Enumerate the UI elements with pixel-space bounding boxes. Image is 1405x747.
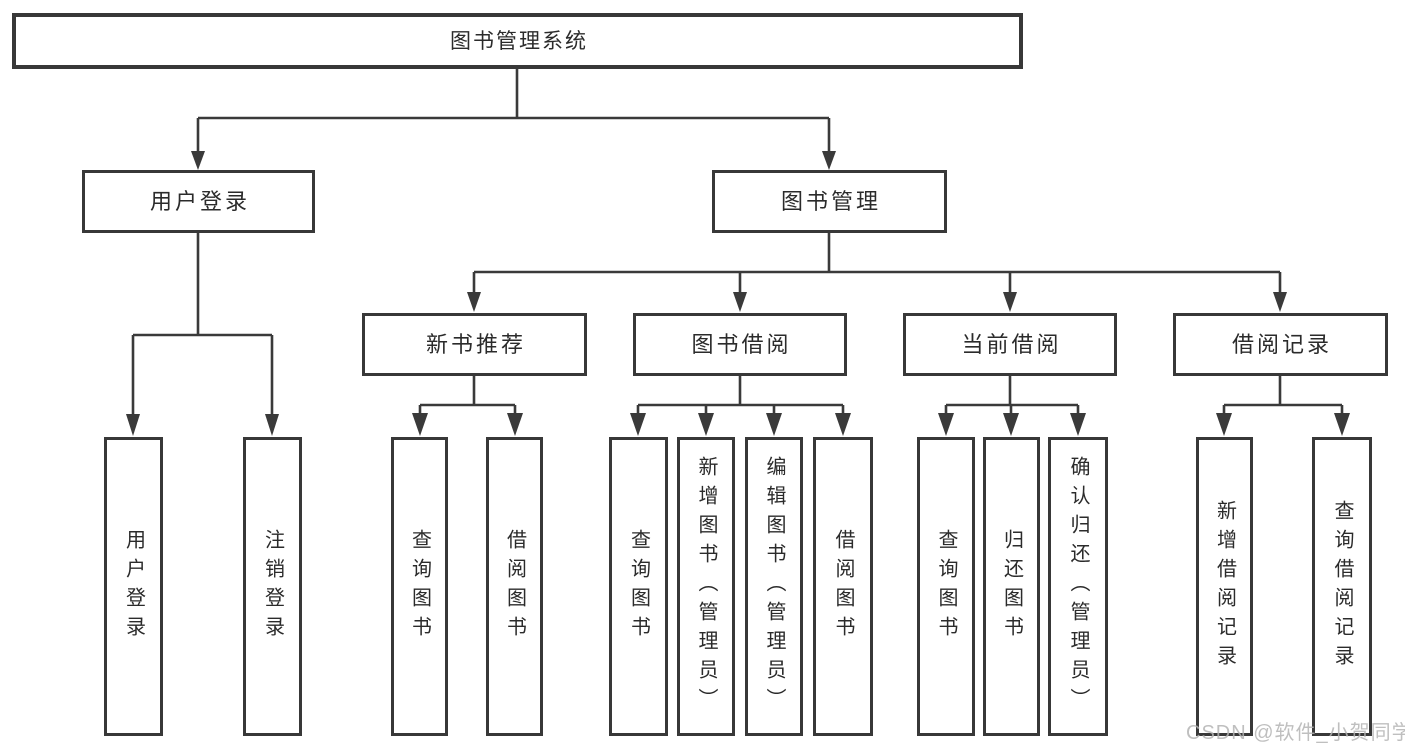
node-borrow-records: 借阅记录	[1173, 313, 1388, 376]
csdn-watermark: CSDN @软件_小贺同学	[1186, 722, 1405, 744]
connector-book-borrow-to-leaves	[630, 376, 851, 436]
node-leaf-return-books-label: 归还图书	[1000, 528, 1023, 645]
connector-current-borrow-to-leaves	[938, 376, 1086, 436]
node-new-book-recommend-label: 新书推荐	[425, 331, 526, 357]
node-leaf-edit-books-admin-label: 编辑图书（管理员）	[763, 456, 785, 717]
node-leaf-newbooks-query-books-label: 查询图书	[408, 528, 431, 645]
connector-book-mgmt-to-level3	[467, 233, 1287, 312]
node-leaf-newbooks-borrow-books-label: 借阅图书	[503, 528, 526, 645]
node-leaf-confirm-return-admin-label: 确认归还（管理员）	[1067, 456, 1089, 717]
node-root-system-label: 图书管理系统	[450, 29, 588, 53]
node-leaf-user-login-label: 用户登录	[122, 528, 145, 645]
node-leaf-query-borrow-record-label: 查询借阅记录	[1331, 499, 1353, 674]
node-leaf-add-borrow-record: 新增借阅记录	[1196, 437, 1253, 736]
node-user-login: 用户登录	[82, 170, 315, 233]
node-current-borrowing: 当前借阅	[903, 313, 1117, 376]
node-leaf-borrowing-borrow-books: 借阅图书	[813, 437, 873, 736]
node-borrow-records-label: 借阅记录	[1231, 331, 1332, 357]
node-leaf-confirm-return-admin: 确认归还（管理员）	[1048, 437, 1108, 736]
node-leaf-query-borrow-record: 查询借阅记录	[1312, 437, 1372, 736]
node-leaf-current-query-books: 查询图书	[917, 437, 975, 736]
node-user-login-label: 用户登录	[149, 188, 250, 214]
node-book-management-label: 图书管理	[780, 188, 881, 214]
node-leaf-borrowing-query-books-label: 查询图书	[627, 528, 650, 645]
node-leaf-newbooks-query-books: 查询图书	[391, 437, 448, 736]
node-leaf-add-books-admin-label: 新增图书（管理员）	[695, 456, 717, 717]
connector-new-books-to-leaves	[412, 376, 523, 436]
node-leaf-newbooks-borrow-books: 借阅图书	[486, 437, 543, 736]
connector-user-login-to-leaves	[126, 233, 279, 436]
node-leaf-edit-books-admin: 编辑图书（管理员）	[745, 437, 803, 736]
node-book-management: 图书管理	[712, 170, 947, 233]
node-leaf-add-borrow-record-label: 新增借阅记录	[1213, 499, 1236, 674]
node-leaf-user-login: 用户登录	[104, 437, 163, 736]
node-leaf-borrowing-query-books: 查询图书	[609, 437, 668, 736]
connector-borrow-records-to-leaves	[1216, 376, 1350, 436]
node-book-borrowing-label: 图书借阅	[691, 331, 792, 357]
node-book-borrowing: 图书借阅	[633, 313, 847, 376]
node-leaf-logout: 注销登录	[243, 437, 302, 736]
node-leaf-borrowing-borrow-books-label: 借阅图书	[832, 528, 854, 645]
node-leaf-return-books: 归还图书	[983, 437, 1040, 736]
node-current-borrowing-label: 当前借阅	[961, 331, 1062, 357]
connector-root-to-level2	[191, 69, 836, 170]
node-leaf-current-query-books-label: 查询图书	[935, 528, 957, 645]
node-leaf-add-books-admin: 新增图书（管理员）	[677, 437, 735, 736]
node-leaf-logout-label: 注销登录	[261, 528, 284, 645]
node-new-book-recommend: 新书推荐	[362, 313, 587, 376]
node-root-system: 图书管理系统	[12, 13, 1023, 69]
